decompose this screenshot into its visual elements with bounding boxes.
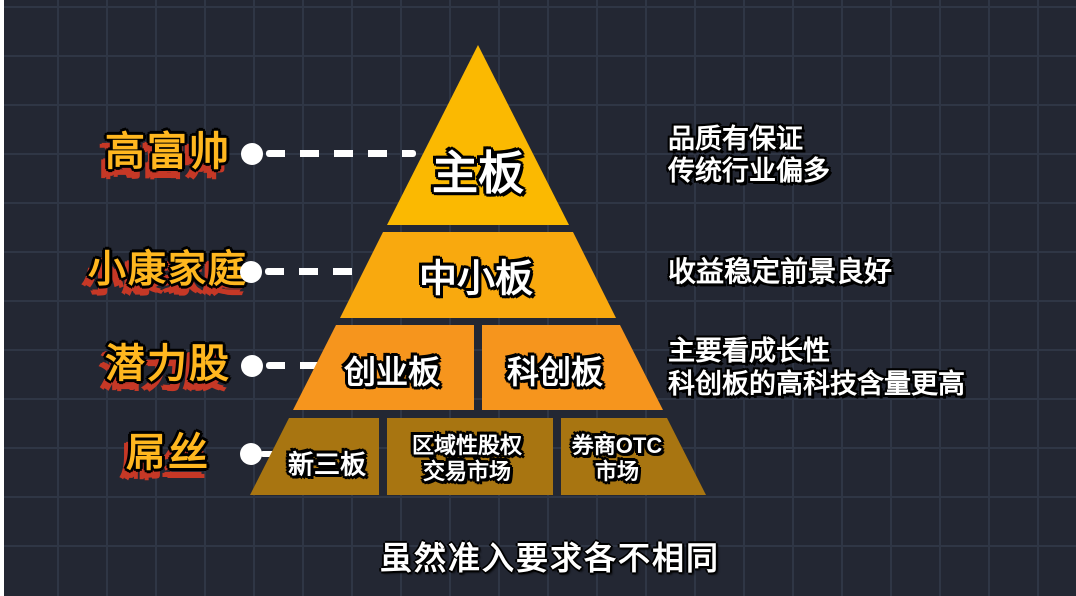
tier-label-regional-equity-line2: 交易市场 [422, 459, 512, 484]
connector-dashes-3 [266, 362, 322, 369]
tier-label-regional-equity-line1: 区域性股权 [411, 433, 523, 458]
tier-label-broker-otc-line1: 券商OTC [571, 433, 663, 458]
connector-dashes-2 [265, 268, 365, 275]
tier-regional-equity-shape [387, 418, 553, 495]
tier-label-regional-equity: 区域性股权 交易市场 [412, 433, 522, 485]
note-main-board-line2: 传统行业偏多 [668, 156, 830, 186]
audience-label-xiaokang-family: 小康家庭 [87, 249, 248, 291]
connector-dot-3 [241, 355, 263, 377]
tier-label-star-market: 科创板 [506, 354, 604, 390]
connector-dot-1 [241, 143, 263, 165]
connector-dot-4 [240, 443, 262, 465]
tier-label-broker-otc-line2: 市场 [594, 459, 640, 484]
tier-sme-board-shape [340, 232, 616, 318]
tier-label-chinext: 创业板 [343, 354, 441, 390]
tier-label-sme-board: 中小板 [418, 258, 534, 301]
connector-dashes-1 [266, 150, 416, 157]
subtitle-caption: 虽然准入要求各不相同 [379, 540, 720, 576]
screen-left-edge [0, 0, 4, 596]
connector-dot-2 [240, 261, 262, 283]
tier-label-main-board: 主板 [432, 147, 524, 199]
note-sme-board-line1: 收益稳定前景良好 [668, 256, 893, 287]
audience-label-diaosi: 屌丝 [126, 431, 210, 475]
tier-label-neeq: 新三板 [287, 449, 367, 480]
note-main-board: 品质有保证 传统行业偏多 [668, 123, 830, 187]
note-growth-boards-line1: 主要看成长性 [668, 336, 830, 366]
audience-label-qianligu: 潜力股 [105, 342, 231, 386]
tier-label-broker-otc: 券商OTC 市场 [572, 433, 662, 485]
audience-label-gaofushuai: 高富帅 [105, 130, 231, 174]
market-pyramid: 主板 中小板 创业板 科创板 新三板 区域性股权 交易市场 券商OTC 市场 [250, 45, 706, 495]
connector-dashes-4 [260, 451, 276, 457]
note-main-board-line1: 品质有保证 [668, 124, 803, 154]
note-growth-boards-line2: 科创板的高科技含量更高 [668, 369, 965, 399]
note-sme-board: 收益稳定前景良好 [668, 256, 892, 288]
note-growth-boards: 主要看成长性 科创板的高科技含量更高 [668, 335, 965, 401]
